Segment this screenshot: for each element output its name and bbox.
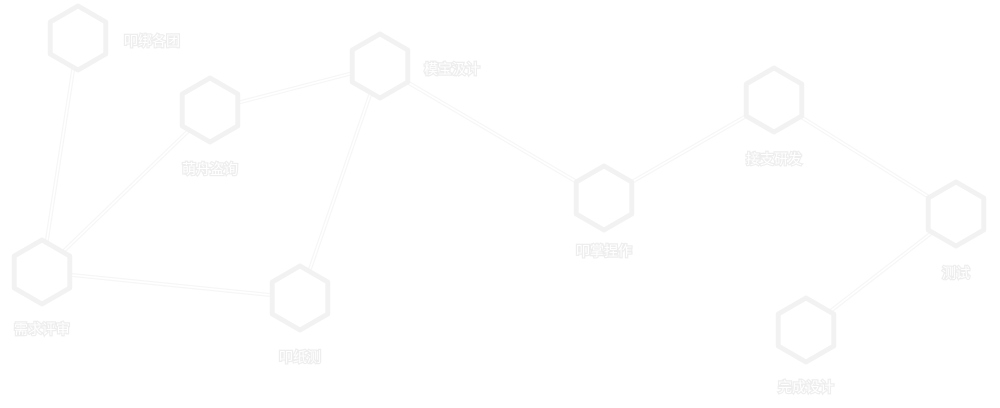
edge-n4-n5 — [40, 270, 302, 300]
hexagon-fill — [274, 269, 326, 327]
node-n5[interactable]: 叩纸测 — [269, 263, 331, 367]
edge-stroke — [41, 271, 301, 299]
hexagon-outline — [47, 3, 109, 73]
hexagon-fill — [184, 81, 236, 139]
hexagon-outline — [573, 163, 635, 233]
node-label: 完成设计 — [778, 380, 834, 396]
hexagon-fill — [930, 185, 982, 243]
node-label: 需求评审 — [14, 322, 70, 338]
hexagon-outline — [269, 263, 331, 333]
hexagon-fill — [354, 37, 406, 95]
node-n8[interactable]: 测试 — [925, 179, 987, 283]
hexagon-fill — [16, 243, 68, 301]
node-n2[interactable]: 模宝汲计 — [349, 31, 481, 101]
node-label: 叩绑各团 — [124, 34, 180, 50]
hexagon-fill — [748, 71, 800, 129]
hexagon-fill — [780, 301, 832, 359]
hexagon-outline — [179, 75, 241, 145]
edge-stroke — [299, 65, 381, 299]
hexagon-outline — [349, 31, 411, 101]
edge-n4-n3 — [40, 108, 212, 274]
node-label: 接支研发 — [746, 151, 802, 168]
node-label: 模宝汲计 — [424, 62, 480, 78]
node-label: 叩纸测 — [279, 350, 321, 366]
hexagon-fill — [52, 9, 104, 67]
hexagon-outline — [925, 179, 987, 249]
node-n1[interactable]: 叩绑各团 — [47, 3, 181, 73]
node-n9[interactable]: 完成设计 — [775, 295, 837, 397]
node-n6[interactable]: 叩掌捏作 — [573, 163, 635, 261]
hexagon-outline — [11, 237, 73, 307]
edge-n1-n4 — [40, 36, 80, 274]
node-label: 测试 — [942, 266, 970, 282]
edge-stroke — [41, 37, 79, 273]
edge-stroke — [379, 65, 605, 199]
node-n7[interactable]: 接支研发 — [743, 65, 805, 169]
edge-stroke — [41, 109, 211, 273]
node-n4[interactable]: 需求评审 — [11, 237, 73, 339]
node-n3[interactable]: 萌舟盗询 — [179, 75, 241, 179]
hexagon-outline — [743, 65, 805, 135]
edge-n2-n6 — [378, 64, 606, 200]
hexagon-outline — [775, 295, 837, 365]
edge-n7-n8 — [772, 98, 958, 216]
node-label: 叩掌捏作 — [576, 244, 632, 260]
edges-layer — [40, 36, 958, 332]
hexagon-fill — [578, 169, 630, 227]
edge-n5-n2 — [298, 64, 382, 300]
node-label: 萌舟盗询 — [182, 162, 238, 178]
edge-stroke — [773, 99, 957, 215]
